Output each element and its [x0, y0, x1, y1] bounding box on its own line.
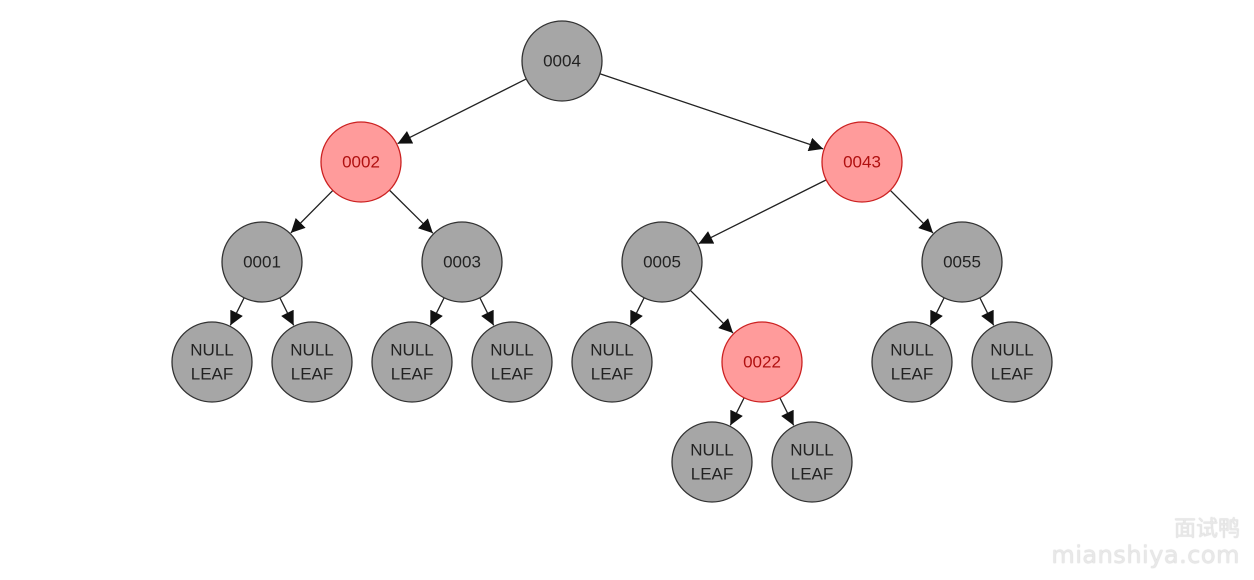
tree-node-n0005: 0005	[621, 221, 703, 303]
tree-node-n0055: 0055	[921, 221, 1003, 303]
tree-node-nl2: NULL LEAF	[271, 321, 353, 403]
node-circle	[771, 421, 853, 503]
tree-node-nl4: NULL LEAF	[471, 321, 553, 403]
tree-node-n0022: 0022	[721, 321, 803, 403]
edge-n0001-nl2	[279, 297, 295, 326]
node-label: LEAF	[291, 365, 334, 384]
node-label: NULL	[190, 341, 233, 360]
node-circle	[271, 321, 353, 403]
edge-n0003-nl3	[429, 297, 445, 326]
node-label: LEAF	[191, 365, 234, 384]
node-label: 0003	[443, 253, 481, 272]
node-label: NULL	[890, 341, 933, 360]
tree-node-nl8: NULL LEAF	[871, 321, 953, 403]
node-circle	[821, 121, 903, 203]
edge-n0022-nl6	[729, 397, 745, 426]
node-label: NULL	[390, 341, 433, 360]
tree-node-nl3: NULL LEAF	[371, 321, 453, 403]
tree-node-nl6: NULL LEAF	[671, 421, 753, 503]
edge-n0004-n0043	[599, 73, 824, 152]
node-label: NULL	[790, 441, 833, 460]
tree-node-nl1: NULL LEAF	[171, 321, 253, 403]
tree-edges	[229, 73, 995, 426]
watermark-url: mianshiya.com	[1051, 541, 1240, 569]
node-circle	[320, 121, 402, 203]
node-label: LEAF	[591, 365, 634, 384]
tree-node-nl9: NULL LEAF	[971, 321, 1053, 403]
node-label: 0004	[543, 52, 581, 71]
node-circle	[521, 20, 603, 102]
node-circle	[671, 421, 753, 503]
node-circle	[421, 221, 503, 303]
node-circle	[571, 321, 653, 403]
node-label: NULL	[590, 341, 633, 360]
edge-n0005-nl5	[629, 297, 645, 326]
node-label: LEAF	[391, 365, 434, 384]
edge-n0022-nl7	[779, 397, 795, 426]
edge-n0003-nl4	[479, 297, 495, 326]
node-label: 0005	[643, 253, 681, 272]
edge-n0005-n0022	[689, 289, 734, 334]
node-label: 0055	[943, 253, 981, 272]
watermark-chinese: 面试鸭	[1173, 517, 1240, 542]
tree-node-nl5: NULL LEAF	[571, 321, 653, 403]
node-circle	[721, 321, 803, 403]
node-circle	[971, 321, 1053, 403]
node-label: NULL	[490, 341, 533, 360]
node-label: 0001	[243, 253, 281, 272]
tree-node-n0002: 0002	[320, 121, 402, 203]
edge-n0043-n0005	[698, 179, 827, 245]
node-label: LEAF	[791, 465, 834, 484]
node-label: NULL	[990, 341, 1033, 360]
node-circle	[621, 221, 703, 303]
node-circle	[471, 321, 553, 403]
edge-n0055-nl9	[979, 297, 995, 326]
node-label: 0043	[843, 153, 881, 172]
node-label: LEAF	[691, 465, 734, 484]
tree-node-n0043: 0043	[821, 121, 903, 203]
edge-n0043-n0055	[889, 189, 934, 234]
node-label: LEAF	[491, 365, 534, 384]
edge-n0001-nl1	[229, 297, 245, 326]
node-circle	[921, 221, 1003, 303]
tree-node-n0004: 0004	[521, 20, 603, 102]
node-circle	[171, 321, 253, 403]
node-label: NULL	[290, 341, 333, 360]
node-label: 0022	[743, 353, 781, 372]
tree-node-n0003: 0003	[421, 221, 503, 303]
node-circle	[871, 321, 953, 403]
edge-n0002-n0001	[290, 189, 334, 234]
node-label: LEAF	[991, 365, 1034, 384]
node-label: NULL	[690, 441, 733, 460]
node-label: LEAF	[891, 365, 934, 384]
tree-node-n0001: 0001	[221, 221, 303, 303]
tree-node-nl7: NULL LEAF	[771, 421, 853, 503]
node-circle	[371, 321, 453, 403]
edge-n0002-n0003	[388, 189, 434, 234]
edge-n0055-nl8	[929, 297, 945, 326]
node-label: 0002	[342, 153, 380, 172]
edge-n0004-n0002	[397, 78, 527, 145]
node-circle	[221, 221, 303, 303]
